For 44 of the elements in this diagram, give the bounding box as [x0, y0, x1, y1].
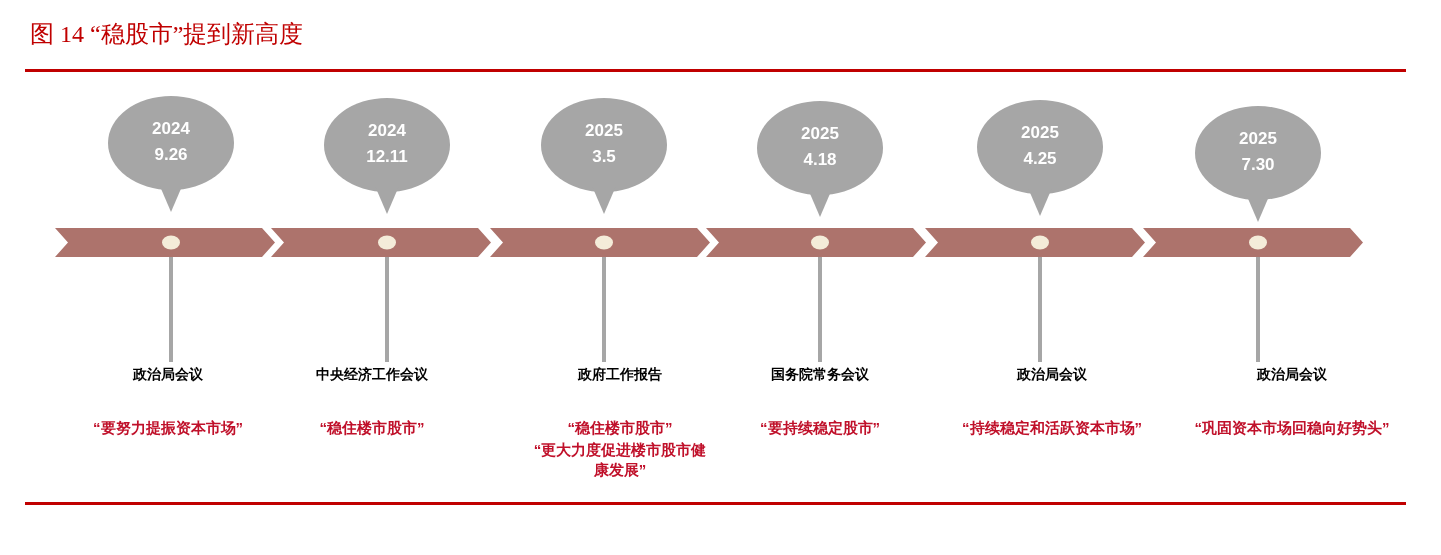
stem-line: [385, 257, 389, 362]
meeting-name: 国务院常务会议: [771, 366, 869, 384]
speech-bubble: [1195, 106, 1321, 222]
policy-quote: “巩固资本市场回稳向好势头”: [1194, 418, 1390, 438]
meeting-name: 政治局会议: [133, 366, 203, 384]
speech-bubble: [108, 96, 234, 212]
speech-bubble: [757, 101, 883, 217]
policy-quote: “要努力提振资本市场”: [93, 418, 243, 438]
chevron-segment: [490, 228, 710, 257]
date-label: 9.26: [154, 144, 188, 166]
policy-quote: “更大力度促进楼市股市健康发展”: [532, 440, 708, 480]
speech-bubble: [324, 98, 450, 214]
meeting-name: 政治局会议: [1017, 366, 1087, 384]
date-label: 4.18: [803, 149, 837, 171]
stem-line: [818, 257, 822, 362]
year-label: 2025: [1021, 122, 1059, 144]
chevron-segment: [1143, 228, 1363, 257]
policy-quote: “稳住楼市股市”: [567, 418, 673, 438]
speech-bubble: [541, 98, 667, 214]
chevron-segment: [55, 228, 275, 257]
date-label: 12.11: [366, 146, 408, 168]
stem-line: [1256, 257, 1260, 362]
figure-title: 图 14 “稳股市”提到新高度: [30, 20, 304, 49]
stem-line: [602, 257, 606, 362]
stem-line: [1038, 257, 1042, 362]
speech-bubble: [977, 100, 1103, 216]
chevron-segment: [925, 228, 1145, 257]
year-label: 2025: [1239, 128, 1277, 150]
year-label: 2024: [368, 120, 406, 142]
meeting-name: 政治局会议: [1257, 366, 1327, 384]
year-label: 2025: [801, 123, 839, 145]
meeting-name: 中央经济工作会议: [316, 366, 428, 384]
policy-quote: “要持续稳定股市”: [760, 418, 880, 438]
stem-line: [169, 257, 173, 362]
date-label: 7.30: [1241, 154, 1275, 176]
date-label: 4.25: [1023, 148, 1057, 170]
chevron-segment: [271, 228, 491, 257]
year-label: 2025: [585, 120, 623, 142]
chevron-segment: [706, 228, 926, 257]
policy-quote: “持续稳定和活跃资本市场”: [962, 418, 1142, 438]
year-label: 2024: [152, 118, 190, 140]
date-label: 3.5: [592, 146, 616, 168]
policy-quote: “稳住楼市股市”: [319, 418, 425, 438]
meeting-name: 政府工作报告: [578, 366, 662, 384]
